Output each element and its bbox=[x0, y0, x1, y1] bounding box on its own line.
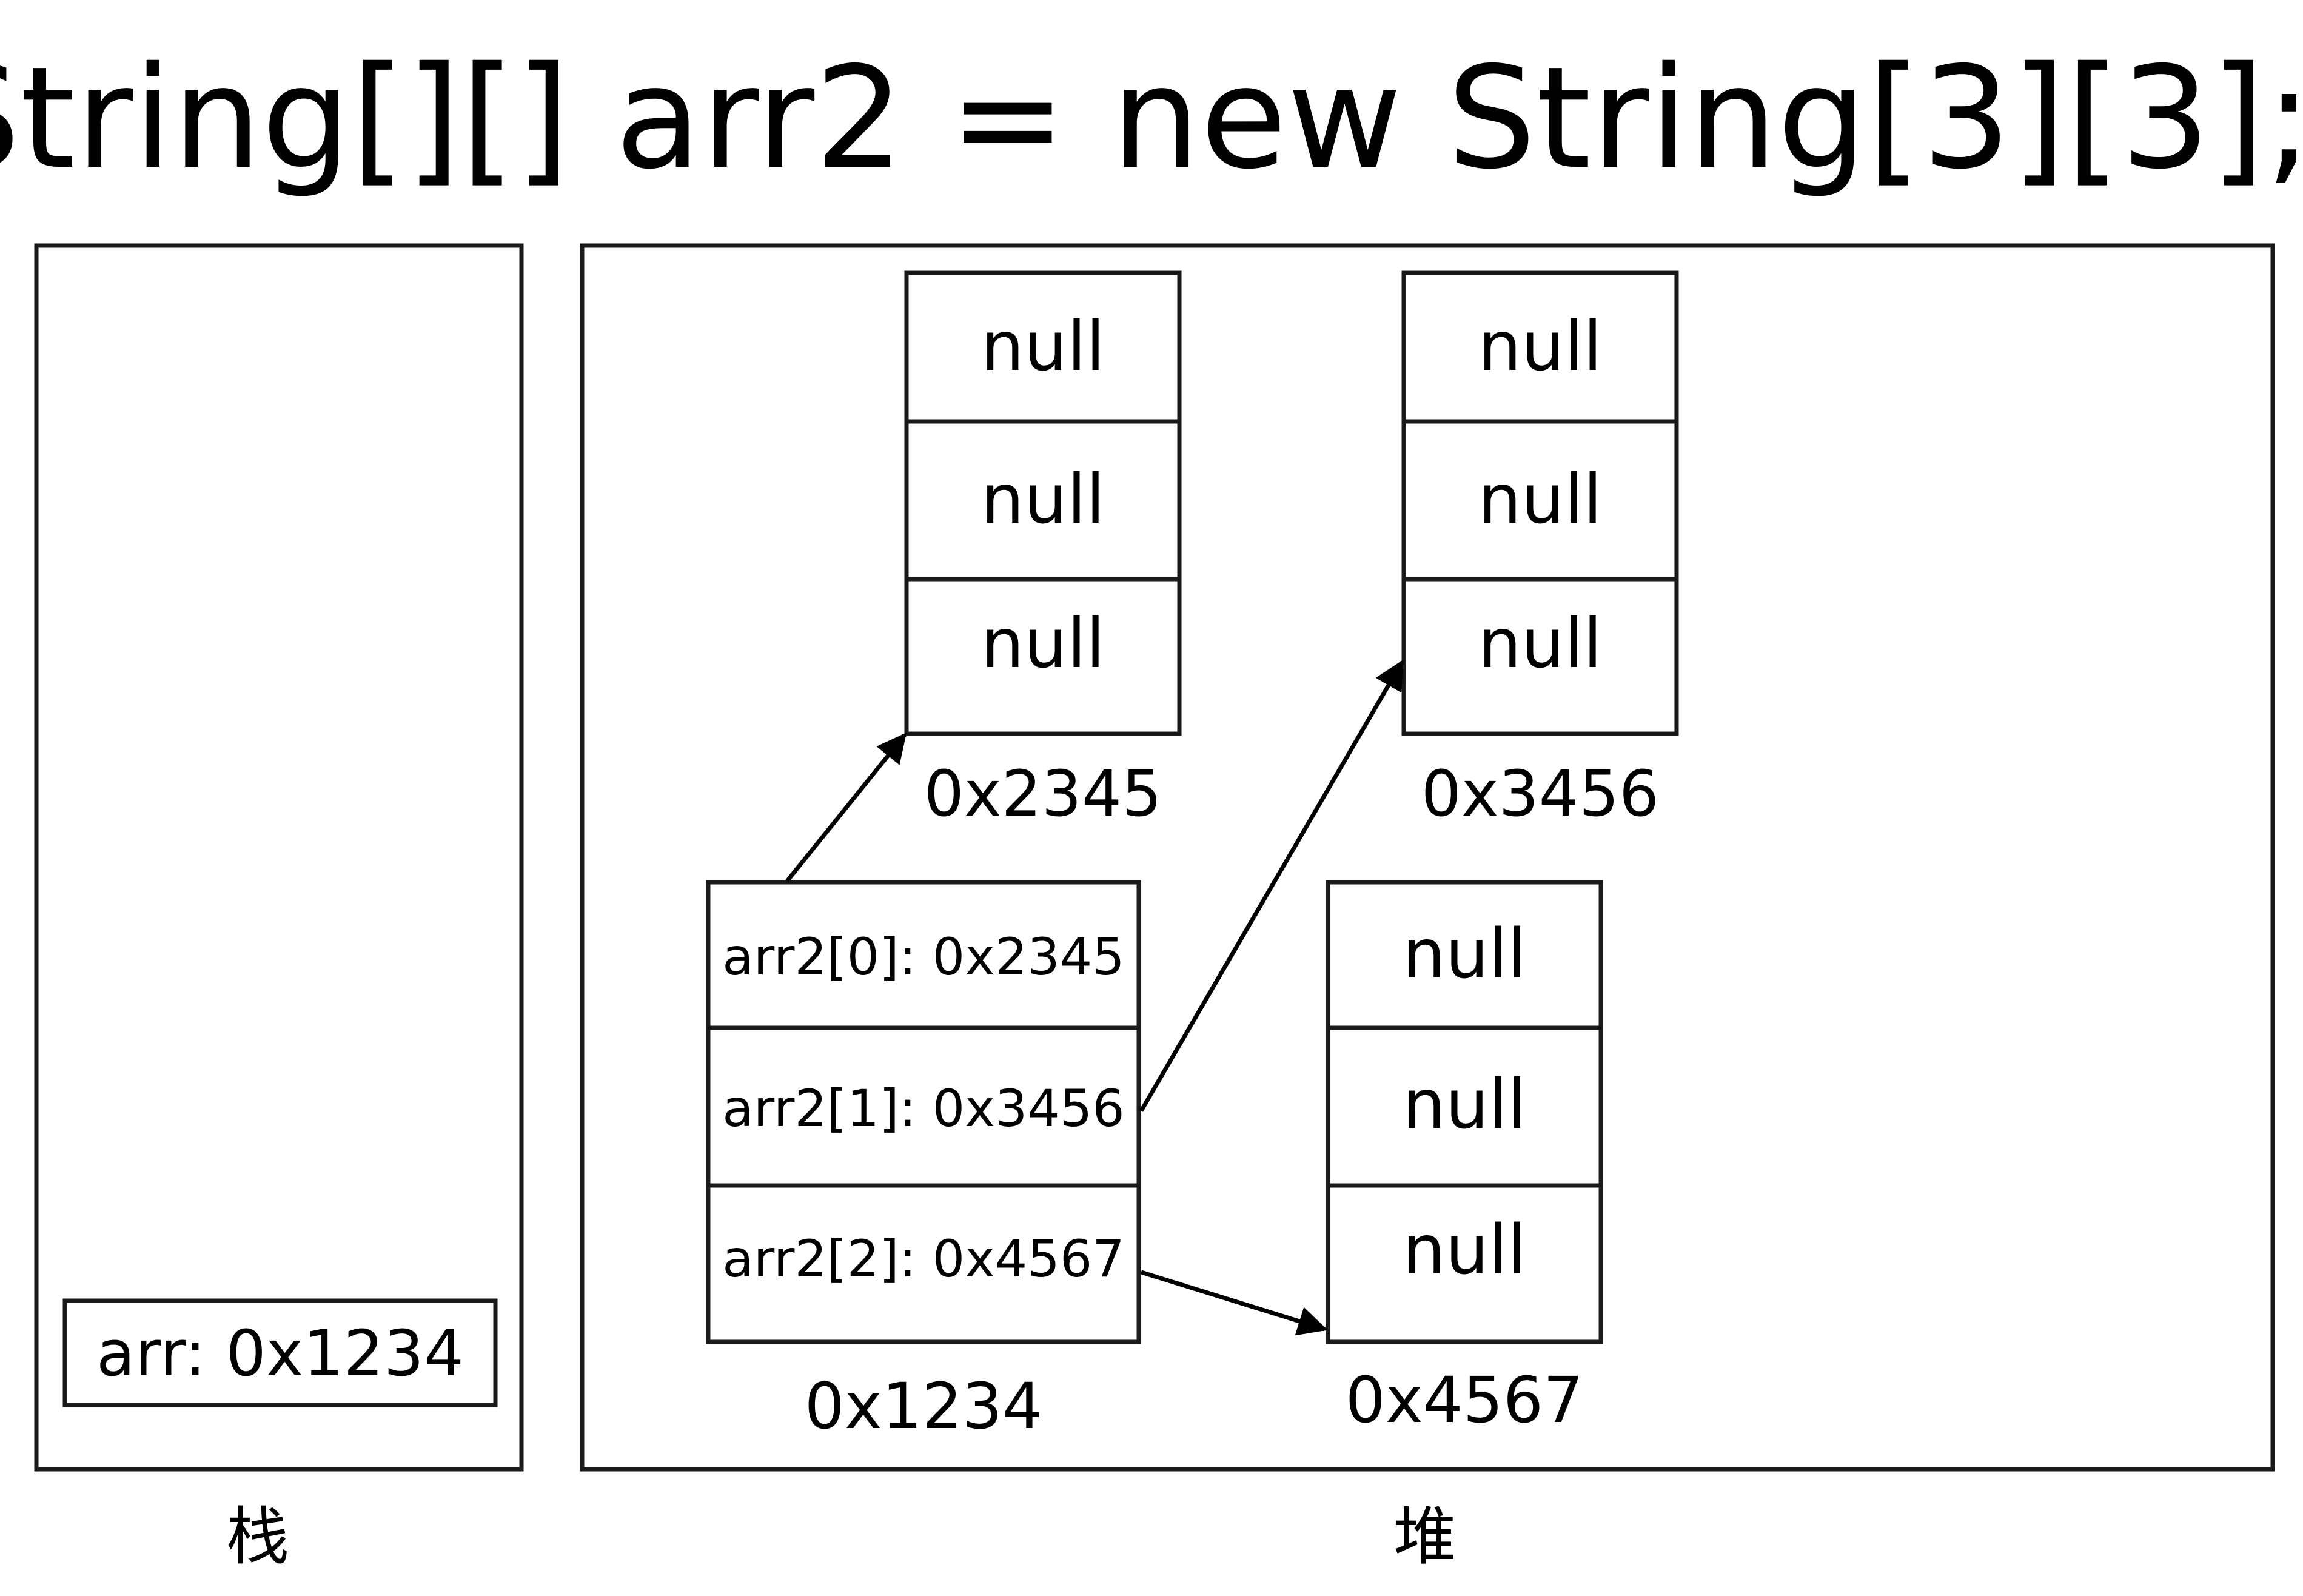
cell-value: null bbox=[981, 605, 1105, 683]
stack-variable-box bbox=[62, 1298, 498, 1407]
array-address: 0x1234 bbox=[805, 1369, 1042, 1443]
cell-value: null bbox=[1478, 605, 1602, 683]
stack-variable-text: arr: 0x1234 bbox=[96, 1316, 464, 1390]
array-address: 0x3456 bbox=[1421, 757, 1659, 831]
array-cell bbox=[1326, 1183, 1603, 1344]
outer-array-0x1234: arr2[0]: 0x2345 arr2[1]: 0x3456 arr2[2]:… bbox=[706, 880, 1141, 1443]
inner-array-0x3456: null null null 0x3456 bbox=[1401, 270, 1679, 831]
cell-value: null bbox=[1403, 1211, 1526, 1290]
cell-value: null bbox=[1478, 307, 1602, 386]
heap-label: 堆 bbox=[1393, 1500, 1457, 1574]
reference-arrow-arr2-1 bbox=[1139, 659, 1404, 1112]
array-cell bbox=[904, 577, 1182, 736]
array-cell bbox=[1401, 577, 1679, 736]
array-cell bbox=[706, 1183, 1141, 1344]
cell-value: null bbox=[1478, 460, 1602, 539]
cell-reference: arr2[0]: 0x2345 bbox=[722, 927, 1124, 987]
array-cell bbox=[1401, 270, 1679, 424]
array-address: 0x2345 bbox=[924, 757, 1162, 831]
stack-panel bbox=[34, 243, 524, 1472]
diagram-title: String[][] arr2 = new String[3][3]; bbox=[0, 36, 2303, 200]
cell-reference: arr2[2]: 0x4567 bbox=[722, 1229, 1124, 1289]
cell-reference: arr2[1]: 0x3456 bbox=[722, 1079, 1124, 1138]
inner-array-0x2345: null null null 0x2345 bbox=[904, 270, 1182, 831]
cell-value: null bbox=[1403, 915, 1526, 994]
array-address: 0x4567 bbox=[1346, 1363, 1583, 1437]
array-cell bbox=[1326, 1025, 1603, 1188]
reference-arrow-arr2-0 bbox=[785, 733, 907, 883]
cell-value: null bbox=[981, 307, 1105, 386]
heap-panel bbox=[580, 243, 2275, 1472]
array-cell bbox=[706, 880, 1141, 1030]
array-cell bbox=[1401, 419, 1679, 582]
inner-array-0x4567: null null null 0x4567 bbox=[1326, 880, 1603, 1437]
stack-label: 栈 bbox=[226, 1500, 289, 1574]
cell-value: null bbox=[981, 460, 1105, 539]
array-cell bbox=[904, 270, 1182, 424]
cell-value: null bbox=[1403, 1065, 1526, 1144]
reference-arrow-arr2-2 bbox=[1140, 1270, 1328, 1336]
array-cell bbox=[706, 1025, 1141, 1188]
